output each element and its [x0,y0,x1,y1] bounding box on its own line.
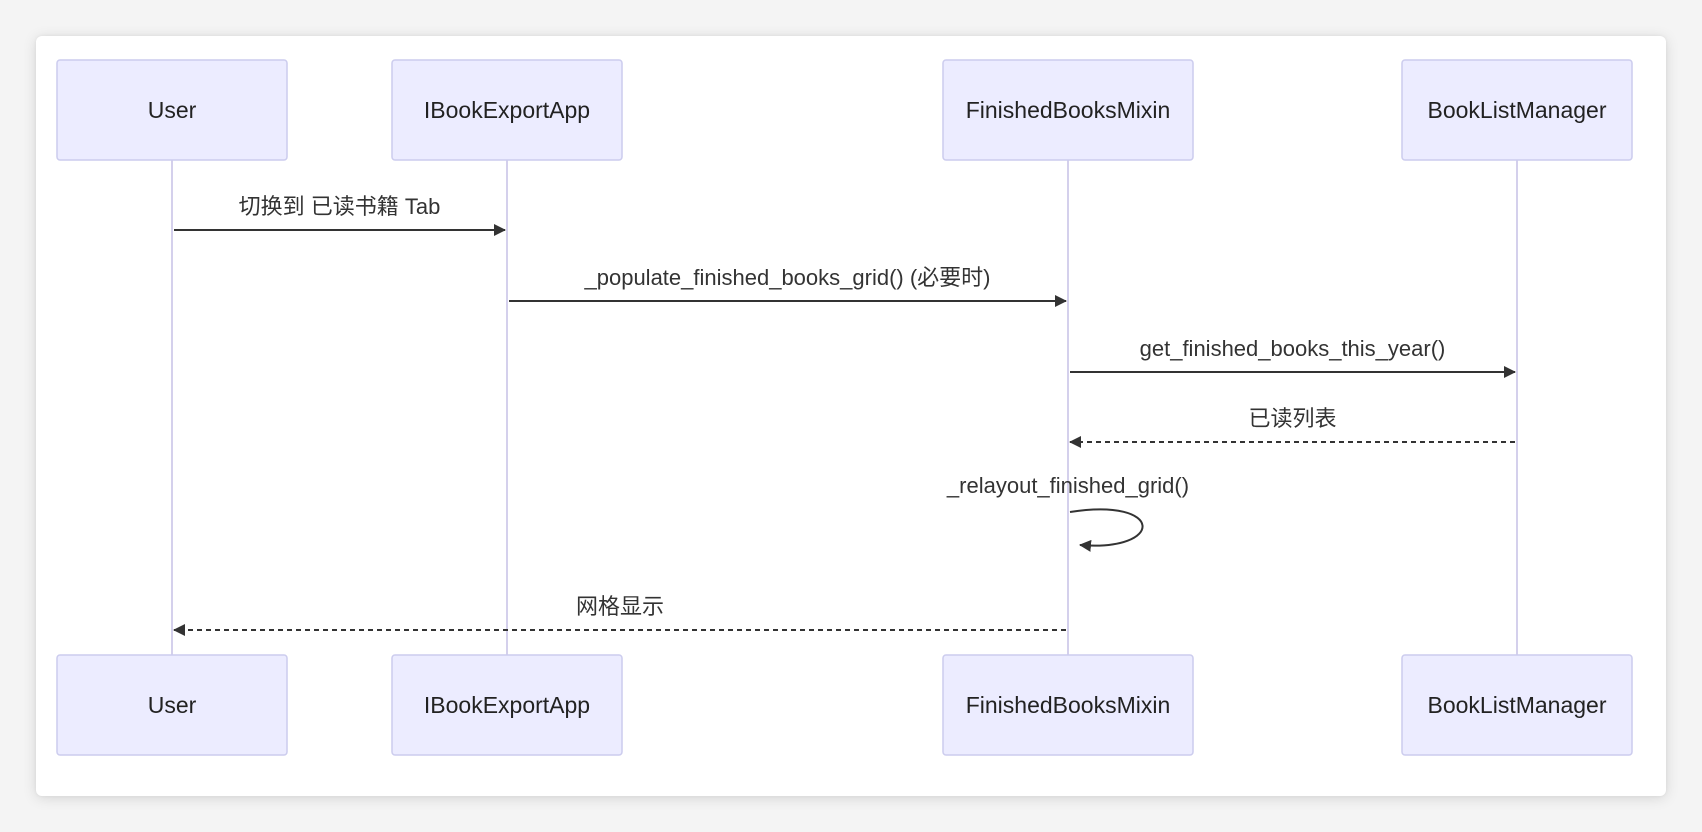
actor-box [56,654,288,756]
actor-label: IBookExportApp [424,692,590,718]
actor-label: User [148,692,197,718]
actor-manager-bottom[interactable]: BookListManager [1401,654,1633,756]
message-label: 已读列表 [1248,406,1336,431]
message-5: _relayout_finished_grid() [946,473,1189,552]
message-label: 切换到 已读书籍 Tab [239,194,441,219]
actor-box [391,59,623,161]
actor-box [942,59,1194,161]
actor-label: BookListManager [1428,97,1607,123]
actor-label: FinishedBooksMixin [966,97,1171,123]
actor-app-top[interactable]: IBookExportApp [391,59,623,161]
actor-box [1401,654,1633,756]
actor-label: FinishedBooksMixin [966,692,1171,718]
actor-app-bottom[interactable]: IBookExportApp [391,654,623,756]
message-label: get_finished_books_this_year() [1140,336,1446,361]
actor-label: IBookExportApp [424,97,590,123]
message-label: _relayout_finished_grid() [946,473,1189,498]
actor-user-bottom[interactable]: User [56,654,288,756]
actor-manager-top[interactable]: BookListManager [1401,59,1633,161]
message-3: get_finished_books_this_year() [1070,336,1516,378]
message-2: _populate_finished_books_grid() (必要时) [509,265,1067,307]
self-call-arrow [1069,508,1144,552]
actor-mixin-top[interactable]: FinishedBooksMixin [942,59,1194,161]
actor-label: BookListManager [1428,692,1607,718]
actor-box [56,59,288,161]
message-label: _populate_finished_books_grid() (必要时) [584,265,991,290]
message-label: 网格显示 [576,594,664,619]
message-1: 切换到 已读书籍 Tab [174,194,506,236]
actor-box [391,654,623,756]
actor-label: User [148,97,197,123]
message-6: 网格显示 [173,594,1066,636]
actor-box [1401,59,1633,161]
actor-mixin-bottom[interactable]: FinishedBooksMixin [942,654,1194,756]
actor-user-top[interactable]: User [56,59,288,161]
message-4: 已读列表 [1069,406,1515,448]
actor-box [942,654,1194,756]
diagram-card [36,36,1666,796]
